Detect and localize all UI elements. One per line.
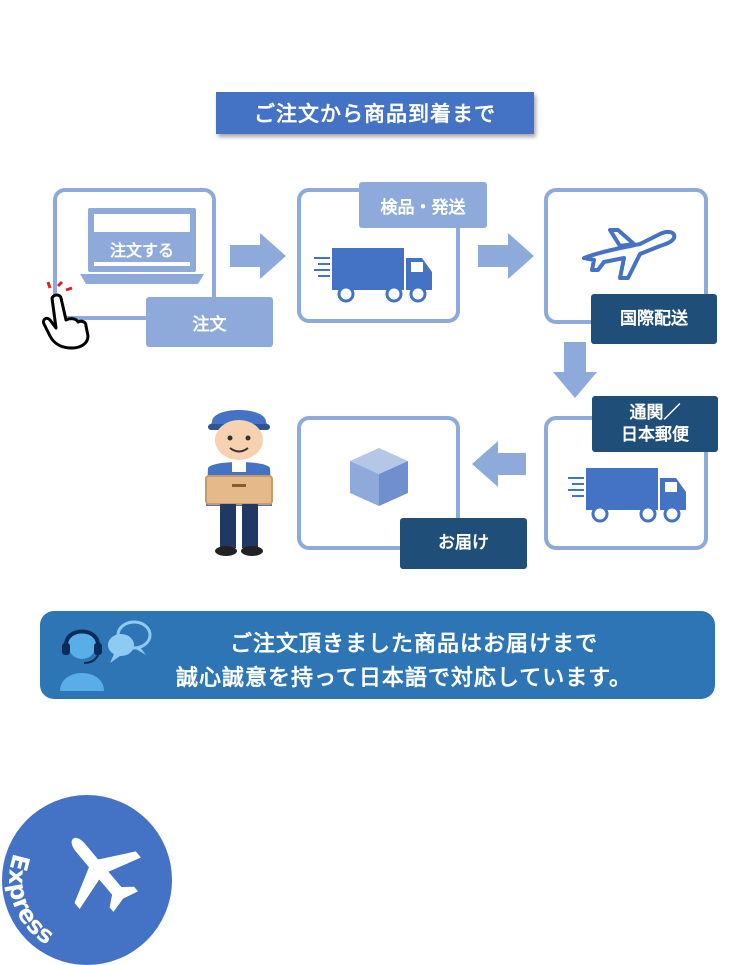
arrow-down-icon <box>553 342 597 398</box>
express-badge: Express <box>2 795 172 965</box>
step-inspect-label: 検品・発送 <box>359 182 487 228</box>
arrow-right-icon <box>478 233 534 279</box>
step-customs-label-line2: 日本郵便 <box>621 425 689 445</box>
box-icon <box>350 448 408 506</box>
hand-pointer-icon <box>42 280 90 350</box>
express-text: Express <box>3 851 60 950</box>
step-deliver-label: お届け <box>400 518 527 569</box>
step-order-label: 注文 <box>146 297 273 347</box>
banner-line-2: 誠心誠意を持って日本語で対応しています。 <box>176 666 633 691</box>
arrow-left-icon <box>472 441 526 487</box>
support-banner: ご注文頂きました商品はお届けまで 誠心誠意を持って日本語で対応しています。 <box>40 611 715 699</box>
airplane-icon <box>582 228 677 280</box>
airplane-icon <box>71 837 141 912</box>
banner-line-1: ご注文頂きました商品はお届けまで <box>230 632 599 657</box>
chat-bubbles-icon <box>108 620 152 663</box>
laptop-screen-text: 注文する <box>109 241 174 260</box>
headset-operator-icon <box>60 629 104 691</box>
laptop-icon <box>80 208 204 284</box>
step-customs-label-line1: 通関／ <box>629 402 681 423</box>
svg-text:Express: Express <box>3 851 60 950</box>
arrow-right-icon <box>230 233 286 279</box>
page-title: ご注文から商品到着まで <box>216 92 534 134</box>
express-badge-label: Express <box>3 851 60 950</box>
truck-icon <box>568 468 686 523</box>
truck-icon <box>314 248 432 303</box>
delivery-person-icon <box>205 410 273 556</box>
step-intl-label: 国際配送 <box>591 294 717 344</box>
step-customs-label: 通関／ 日本郵便 <box>592 396 718 452</box>
